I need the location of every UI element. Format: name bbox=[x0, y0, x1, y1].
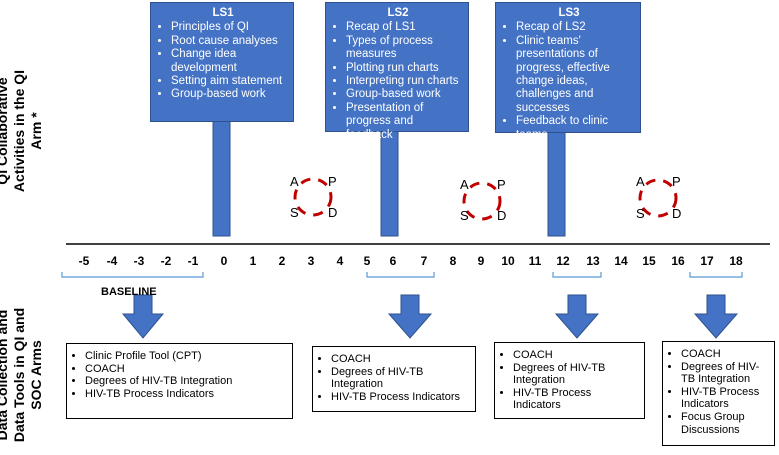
pdsa-a-label: A bbox=[460, 177, 469, 192]
ls1-item: Root cause analyses bbox=[171, 35, 287, 48]
pdsa-s-label: S bbox=[290, 205, 299, 220]
arrow-down-month-6 bbox=[387, 294, 433, 339]
ls2-list: Recap of LS1 Types of process measures P… bbox=[334, 21, 462, 142]
ls3-title: LS3 bbox=[558, 7, 580, 19]
bracket-month-6-7 bbox=[366, 272, 435, 278]
tick-label: 3 bbox=[307, 254, 315, 268]
tick-label: -5 bbox=[78, 254, 90, 268]
tick-label: 16 bbox=[671, 254, 685, 268]
ls2-title: LS2 bbox=[387, 7, 409, 19]
tick-label: -2 bbox=[160, 254, 172, 268]
data-item: COACH bbox=[85, 363, 286, 376]
pdsa-d-label: D bbox=[497, 208, 506, 223]
tick-label: 11 bbox=[528, 254, 542, 268]
tick-label: 15 bbox=[642, 254, 656, 268]
data-item: Clinic Profile Tool (CPT) bbox=[85, 350, 286, 363]
tick-label: 5 bbox=[363, 254, 371, 268]
data-item: COACH bbox=[681, 348, 768, 361]
tick-label: 6 bbox=[389, 254, 397, 268]
tick-label: -4 bbox=[106, 254, 118, 268]
ls2-box: LS2 Recap of LS1 Types of process measur… bbox=[325, 2, 469, 141]
data-box-baseline: Clinic Profile Tool (CPT) COACH Degrees … bbox=[66, 343, 293, 419]
baseline-label: BASELINE bbox=[101, 286, 157, 298]
pdsa-p-label: P bbox=[497, 177, 506, 192]
ls3-list: Recap of LS2 Clinic teams' presentations… bbox=[504, 21, 634, 142]
tick-label: -1 bbox=[187, 254, 199, 268]
tick-label: -3 bbox=[133, 254, 145, 268]
ls1-item: Principles of QI bbox=[171, 21, 287, 34]
pdsa-s-label: S bbox=[636, 206, 645, 221]
ls1-item: Setting aim statement bbox=[171, 75, 287, 88]
ls3-item: Feedback to clinic teams bbox=[516, 115, 634, 142]
pdsa-cycle-3: A P S D bbox=[636, 174, 681, 221]
tick-label: 13 bbox=[586, 254, 600, 268]
pdsa-a-label: A bbox=[290, 174, 299, 189]
tick-label: 18 bbox=[729, 254, 743, 268]
ls3-item: Recap of LS2 bbox=[516, 21, 634, 34]
pdsa-p-label: P bbox=[328, 174, 337, 189]
tick-label: 2 bbox=[278, 254, 286, 268]
ls2-item: Presentation of progress and feedback bbox=[346, 102, 462, 142]
bracket-baseline bbox=[61, 272, 204, 278]
pdsa-cycle-2: A P S D bbox=[460, 177, 506, 223]
pdsa-d-label: D bbox=[672, 206, 681, 221]
pdsa-p-label: P bbox=[672, 174, 681, 189]
ls2-item: Group-based work bbox=[346, 88, 462, 101]
pdsa-d-label: D bbox=[328, 205, 337, 220]
tick-label: 8 bbox=[449, 254, 457, 268]
ls1-title: LS1 bbox=[212, 7, 234, 19]
tick-label: 4 bbox=[336, 254, 344, 268]
bracket-month-17-18 bbox=[689, 272, 743, 278]
tick-label: 0 bbox=[220, 254, 228, 268]
tick-label: 14 bbox=[614, 254, 628, 268]
data-box-list: COACH Degrees of HIV-TB Integration HIV-… bbox=[669, 348, 768, 436]
data-item: Degrees of HIV-TB Integration bbox=[513, 362, 638, 387]
data-item: HIV-TB Process Indicators bbox=[681, 386, 768, 411]
tick-label: 9 bbox=[477, 254, 485, 268]
ls2-item: Plotting run charts bbox=[346, 62, 462, 75]
arrow-down-month-12 bbox=[554, 294, 600, 339]
data-item: Degrees of HIV-TB Integration bbox=[681, 361, 768, 386]
ls3-box: LS3 Recap of LS2 Clinic teams' presentat… bbox=[495, 2, 641, 141]
data-item: HIV-TB Process Indicators bbox=[85, 388, 286, 401]
data-box-month-6: COACH Degrees of HIV-TB Integration HIV-… bbox=[312, 346, 476, 412]
ls2-item: Types of process measures bbox=[346, 35, 462, 62]
tick-label: 17 bbox=[700, 254, 714, 268]
ls3-item: Clinic teams' presentations of progress,… bbox=[516, 35, 634, 115]
data-item: COACH bbox=[513, 349, 638, 362]
data-item: Degrees of HIV-TB Integration bbox=[331, 366, 469, 391]
arrow-down-baseline bbox=[121, 294, 165, 339]
ls1-item: Group-based work bbox=[171, 88, 287, 101]
arrow-down-month-17 bbox=[693, 294, 739, 339]
tick-label: 7 bbox=[420, 254, 428, 268]
ls1-box: LS1 Principles of QI Root cause analyses… bbox=[150, 2, 294, 122]
data-item: COACH bbox=[331, 353, 469, 366]
ls1-item: Change idea development bbox=[171, 48, 287, 75]
data-box-list: Clinic Profile Tool (CPT) COACH Degrees … bbox=[73, 350, 286, 400]
tick-label: 12 bbox=[556, 254, 570, 268]
pdsa-cycle-1: A P S D bbox=[290, 174, 337, 220]
data-item: HIV-TB Process Indicators bbox=[331, 391, 469, 404]
ls2-item: Recap of LS1 bbox=[346, 21, 462, 34]
bracket-month-12-13 bbox=[552, 272, 602, 278]
data-item: HIV-TB Process Indicators bbox=[513, 387, 638, 412]
data-item: Focus Group Discussions bbox=[681, 411, 768, 436]
ls1-list: Principles of QI Root cause analyses Cha… bbox=[159, 21, 287, 101]
pdsa-s-label: S bbox=[460, 208, 469, 223]
tick-label: 10 bbox=[501, 254, 515, 268]
tick-label: 1 bbox=[249, 254, 257, 268]
pdsa-a-label: A bbox=[636, 174, 645, 189]
data-box-month-12: COACH Degrees of HIV-TB Integration HIV-… bbox=[494, 342, 645, 419]
data-box-list: COACH Degrees of HIV-TB Integration HIV-… bbox=[501, 349, 638, 412]
data-box-month-17: COACH Degrees of HIV-TB Integration HIV-… bbox=[662, 341, 775, 446]
data-box-list: COACH Degrees of HIV-TB Integration HIV-… bbox=[319, 353, 469, 403]
data-item: Degrees of HIV-TB Integration bbox=[85, 375, 286, 388]
ls2-item: Interpreting run charts bbox=[346, 75, 462, 88]
